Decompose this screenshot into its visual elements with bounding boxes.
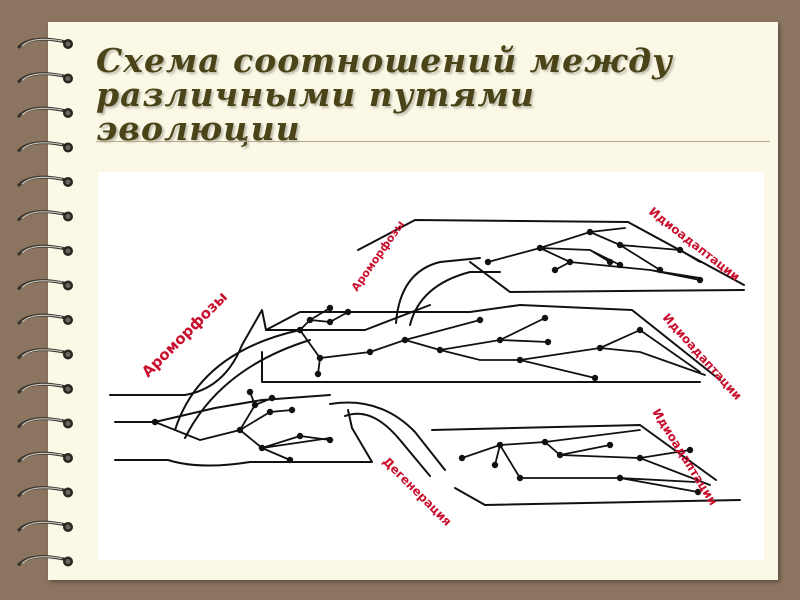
branch-node <box>656 266 664 274</box>
aromorphosis-arc-left-2 <box>184 339 311 439</box>
branch-node <box>496 441 504 449</box>
branch-node <box>316 354 324 362</box>
branch-node <box>296 432 304 440</box>
branch-node <box>484 258 492 266</box>
arc-to-top-b <box>409 271 501 326</box>
branch-node <box>326 436 334 444</box>
branch-node <box>476 316 484 324</box>
branch-node <box>696 276 704 284</box>
trunk-outline-top <box>109 304 431 396</box>
branch-node <box>636 326 644 334</box>
branch-node <box>586 228 594 236</box>
branch-node <box>606 258 614 266</box>
binding-ring <box>16 210 73 222</box>
branch-node <box>436 346 444 354</box>
branch-node <box>541 314 549 322</box>
branch-node <box>268 394 276 402</box>
spiral-binding <box>16 37 73 567</box>
trunk-inner-line <box>114 394 331 423</box>
branch-node <box>286 456 294 464</box>
branch-node <box>591 374 599 382</box>
binding-ring <box>16 382 73 395</box>
trunk-outline-bottom <box>114 409 373 467</box>
branch-node <box>516 474 524 482</box>
branch-node <box>496 336 504 344</box>
branch-node <box>296 326 304 334</box>
branch-node <box>251 401 259 409</box>
title-line-3: эволюции <box>96 109 301 148</box>
aromorphosis-arc-left <box>174 329 301 431</box>
title-divider <box>96 141 770 142</box>
diagram-svg: Ароморфозы Ароморфозы Идиоадаптации Идио… <box>109 204 745 529</box>
top-tree <box>487 227 701 281</box>
bottom-tree <box>461 429 711 493</box>
evolution-paths-diagram: Ароморфозы Ароморфозы Идиоадаптации Идио… <box>98 172 764 560</box>
binding-ring <box>16 520 73 533</box>
branch-node <box>246 388 254 396</box>
binding-ring <box>16 244 73 257</box>
arc-to-top-a <box>395 257 481 324</box>
branch-node <box>344 308 352 316</box>
binding-ring <box>16 348 73 360</box>
branch-node <box>616 241 624 249</box>
middle-platform-top <box>265 304 721 381</box>
branch-node <box>326 304 334 312</box>
bottom-platform-bottom <box>454 487 741 506</box>
bottom-platform-top <box>431 424 717 481</box>
branch-node <box>596 344 604 352</box>
binding-ring <box>16 555 73 567</box>
branch-node <box>366 348 374 356</box>
binding-ring <box>16 451 73 464</box>
branch-node <box>516 356 524 364</box>
branch-node <box>694 488 702 496</box>
title-line-2: различными путями <box>96 75 536 114</box>
branch-node <box>616 474 624 482</box>
branch-node <box>541 438 549 446</box>
branch-node <box>686 446 694 454</box>
binding-ring <box>16 175 73 188</box>
branch-node <box>258 444 266 452</box>
branch-node <box>566 258 574 266</box>
branch-node <box>536 244 544 252</box>
trunk-tree <box>154 391 331 461</box>
branch-node <box>288 406 296 414</box>
binding-ring <box>16 486 73 498</box>
branch-node <box>616 261 624 269</box>
branch-node <box>266 408 274 416</box>
label-idioadaptations-middle: Идиоадаптации <box>660 311 745 403</box>
label-degeneration: Дегенерация <box>380 454 455 529</box>
binding-ring <box>16 141 73 153</box>
branch-node <box>306 316 314 324</box>
branch-node <box>556 451 564 459</box>
branch-node <box>236 426 244 434</box>
binding-ring <box>16 72 73 84</box>
binding-ring <box>16 279 73 291</box>
binding-ring <box>16 37 73 50</box>
branch-node <box>606 441 614 449</box>
branch-node <box>151 418 159 426</box>
label-idioadaptations-bottom: Идиоадаптации <box>649 406 720 508</box>
branch-node <box>544 338 552 346</box>
branch-node <box>458 454 466 462</box>
branch-node <box>676 246 684 254</box>
binding-ring <box>16 106 73 119</box>
label-aromorphoses-middle: Ароморфозы <box>349 218 407 294</box>
branch-node <box>314 370 322 378</box>
branch-node <box>491 461 499 469</box>
middle-platform-left <box>261 351 331 383</box>
title-line-1: Схема соотношений между <box>96 41 673 80</box>
branch-node <box>551 266 559 274</box>
binding-ring <box>16 417 73 429</box>
branch-node <box>401 336 409 344</box>
degeneration-arc-b <box>344 412 431 477</box>
degeneration-arc-a <box>329 401 446 471</box>
branch-node <box>326 318 334 326</box>
slide-title: Схема соотношений между различными путям… <box>96 44 756 146</box>
branch-node <box>636 454 644 462</box>
binding-ring <box>16 313 73 326</box>
